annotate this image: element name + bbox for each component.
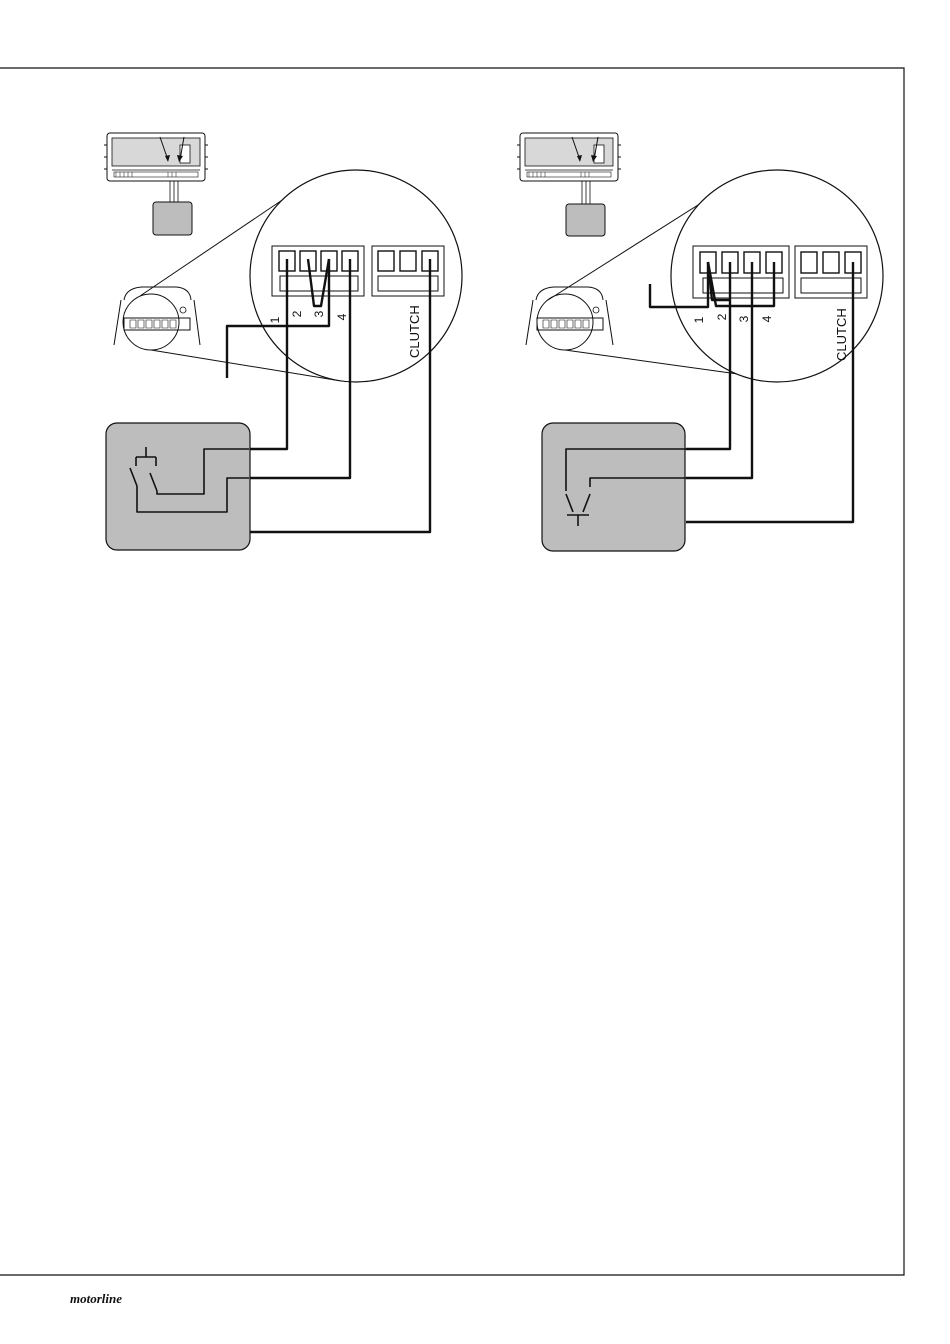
left-motor-panel	[106, 423, 250, 550]
right-accessory-box	[566, 204, 605, 236]
left-terminal-label-2: 2	[290, 310, 304, 317]
right-clutch-label: CLUTCH	[834, 308, 849, 361]
right-terminal-label-1: 1	[692, 316, 706, 323]
right-control-unit	[517, 133, 621, 236]
left-terminal-label-3: 3	[312, 310, 326, 317]
right-diagram: 1 2 3 4 CLUTCH	[517, 133, 883, 551]
footer-logo: motorline	[70, 1291, 122, 1306]
left-terminal-label-1: 1	[268, 316, 282, 323]
right-clutch-block	[795, 246, 867, 298]
left-accessory-box	[153, 202, 192, 235]
left-clutch-label: CLUTCH	[407, 305, 422, 358]
right-terminal-label-2: 2	[715, 313, 729, 320]
left-diagram: 1 2 3 4 CLUTCH	[104, 133, 462, 550]
left-clutch-block	[372, 246, 444, 296]
left-terminal-label-4: 4	[335, 313, 349, 320]
right-terminal-label-4: 4	[760, 315, 774, 322]
left-control-unit	[104, 133, 208, 235]
right-terminal-label-3: 3	[737, 315, 751, 322]
right-motor-panel	[542, 423, 686, 551]
